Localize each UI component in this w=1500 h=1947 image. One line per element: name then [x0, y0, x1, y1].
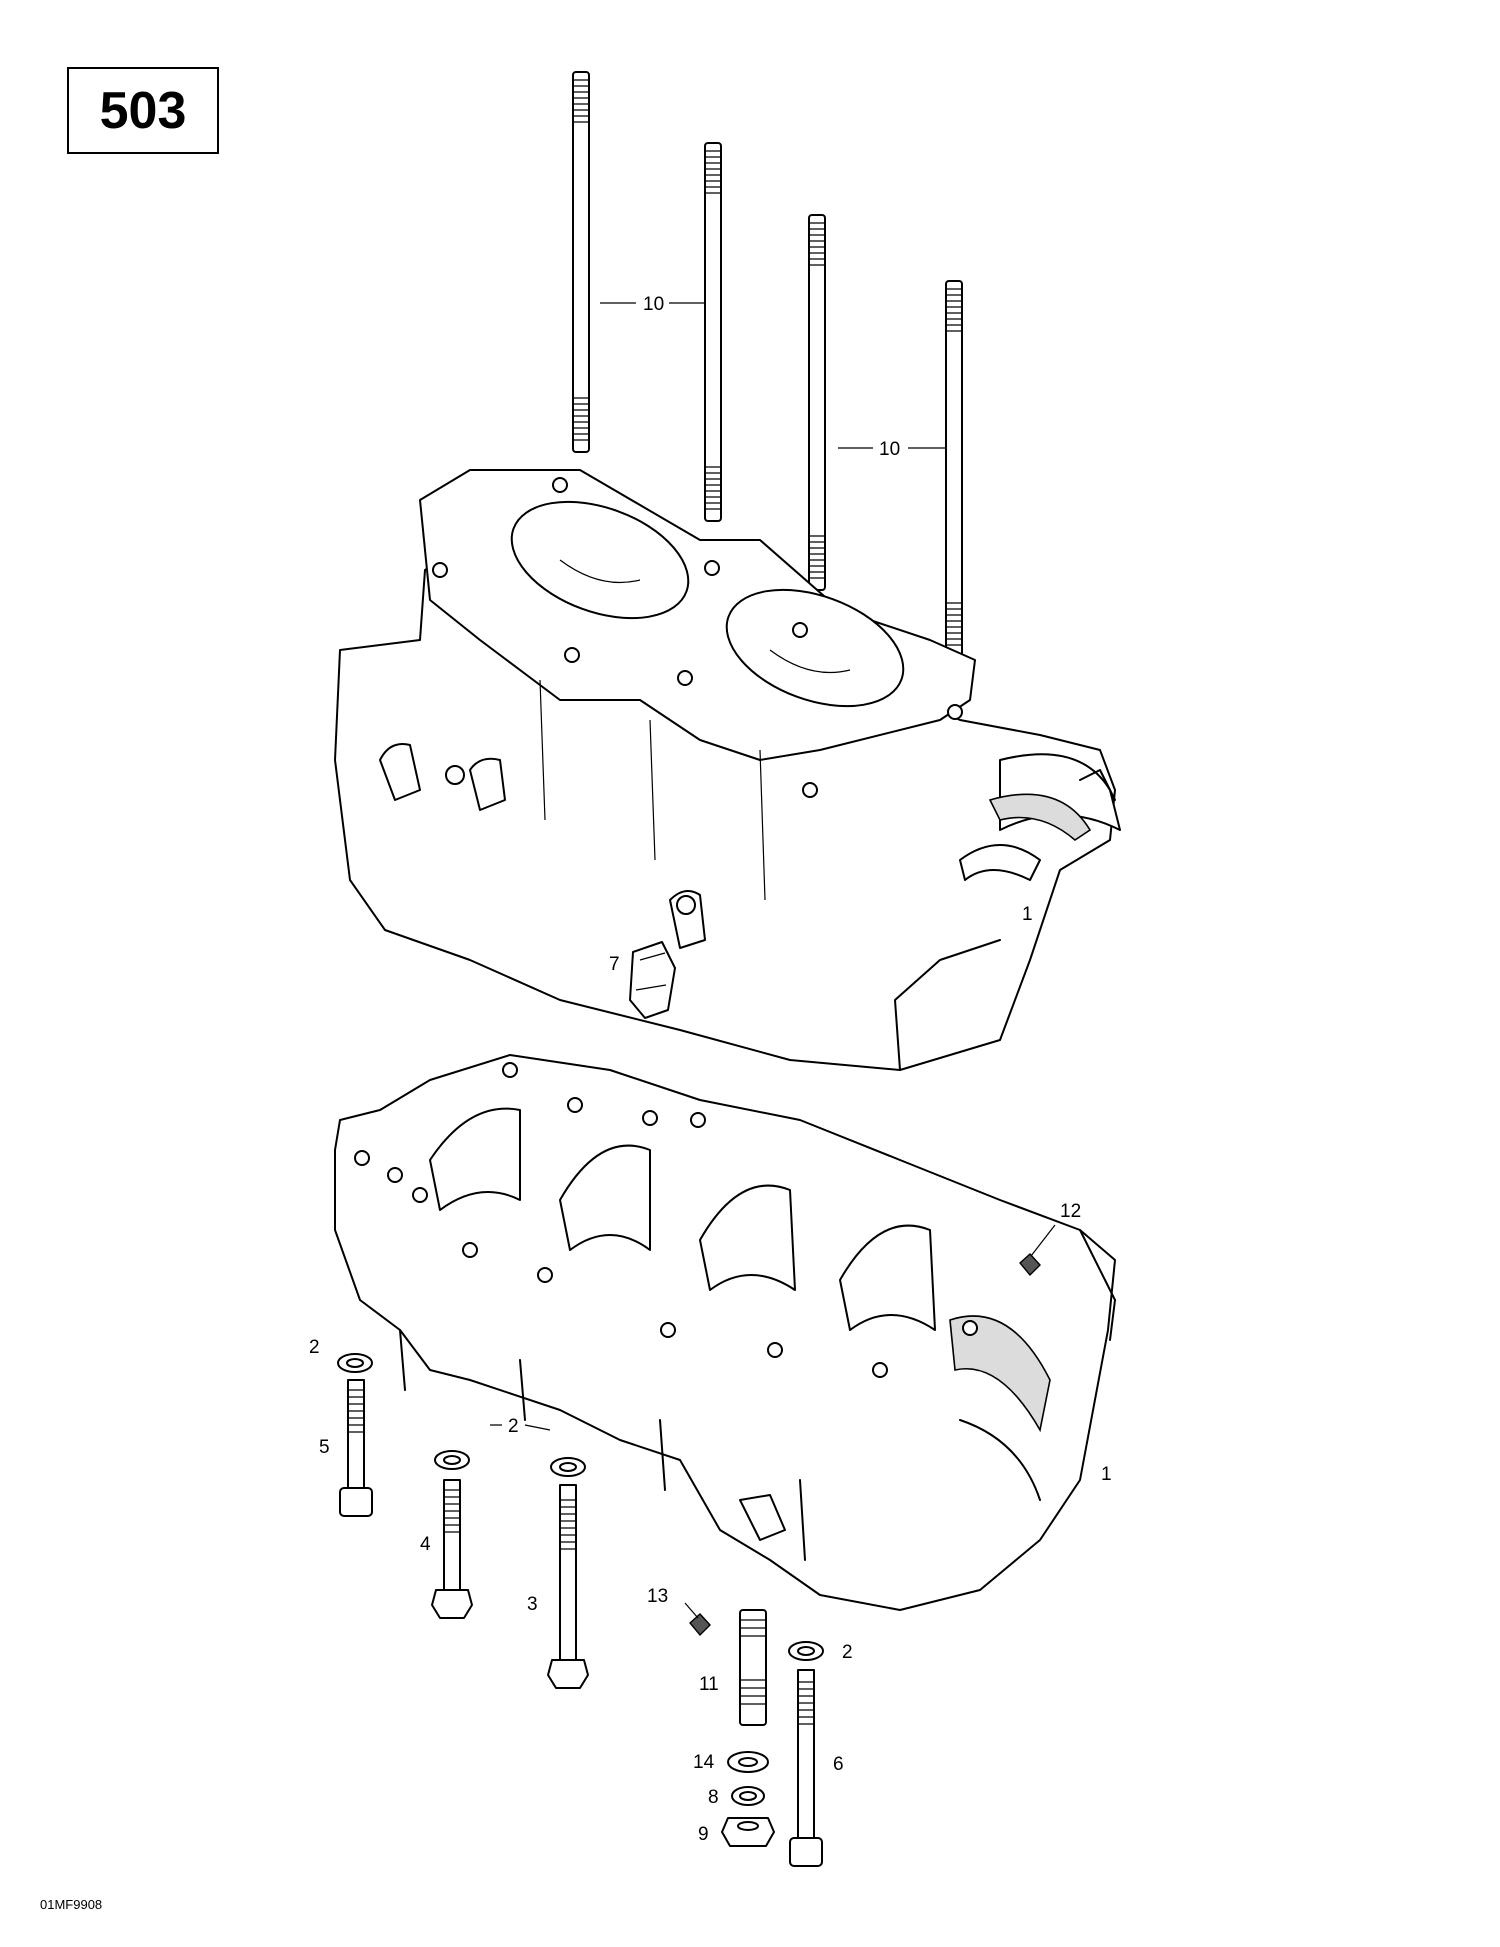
callout-13: 13 [647, 1586, 668, 1607]
stud-group [572, 71, 963, 658]
washer-2-left [337, 1353, 373, 1373]
callout-3: 3 [527, 1594, 538, 1615]
washer-2-mid-a [434, 1450, 470, 1470]
callout-2-mid: 2 [508, 1416, 519, 1437]
washer-2-right [788, 1641, 824, 1661]
callout-10-right: 10 [879, 439, 900, 460]
washer-14 [727, 1751, 769, 1773]
stud-11 [739, 1609, 767, 1726]
callout-6: 6 [833, 1754, 844, 1775]
stud [704, 142, 722, 522]
page-number: 503 [99, 81, 187, 140]
callout-1-bottom: 1 [1101, 1464, 1112, 1485]
callout-8: 8 [708, 1787, 719, 1808]
stud [572, 71, 590, 453]
screw-6 [789, 1669, 823, 1867]
callout-2-right: 2 [842, 1642, 853, 1663]
callout-9: 9 [698, 1824, 709, 1845]
callout-10-left: 10 [643, 294, 664, 315]
callout-7: 7 [609, 954, 620, 975]
screw-5 [339, 1379, 373, 1517]
nut-9 [721, 1817, 775, 1847]
callout-2-left: 2 [309, 1337, 320, 1358]
callout-1-top: 1 [1022, 904, 1033, 925]
pin-13 [689, 1613, 711, 1637]
callout-11: 11 [699, 1674, 719, 1695]
page-number-box: 503 [67, 67, 219, 154]
rubber-plug [629, 941, 676, 1019]
screw-4 [431, 1479, 473, 1619]
callout-4: 4 [420, 1534, 431, 1555]
leader-lines [490, 302, 1056, 1619]
screw-3 [547, 1484, 589, 1689]
lock-washer-8 [731, 1786, 765, 1806]
stud [945, 280, 963, 658]
pin-12 [1019, 1253, 1041, 1277]
washer-2-mid-b [550, 1457, 586, 1477]
lower-crankcase [334, 1054, 1116, 1611]
figure-code: 01MF9908 [40, 1897, 103, 1912]
upper-crankcase [334, 469, 1121, 1071]
callout-5: 5 [319, 1437, 330, 1458]
callout-14: 14 [693, 1752, 715, 1773]
stud [808, 214, 826, 591]
callout-12: 12 [1060, 1201, 1081, 1222]
